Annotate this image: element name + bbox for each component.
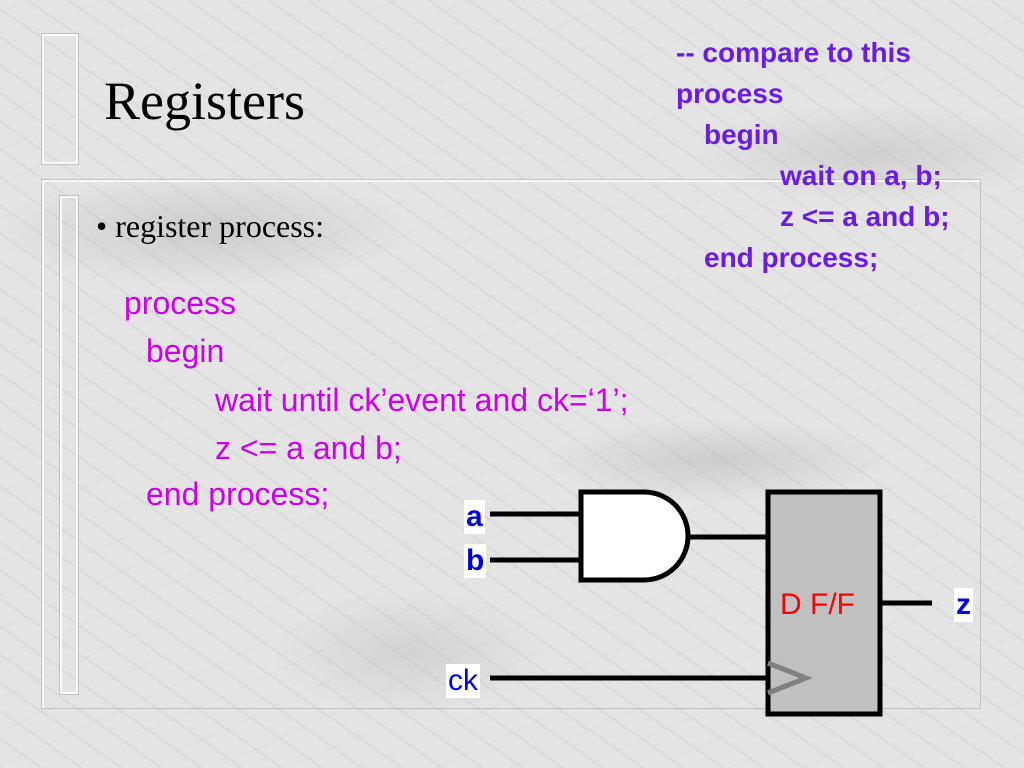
signal-label-a: a [464, 500, 485, 534]
compare-code-line: -- compare to this [676, 37, 911, 68]
d-flipflop [765, 489, 883, 717]
compare-code-line: end process; [704, 242, 879, 273]
compare-code-line: z <= a and b; [780, 201, 950, 232]
compare-code-line: process [676, 78, 784, 109]
compare-code-line: wait on a, b; [780, 160, 942, 191]
code-line: z <= a and b; [215, 430, 402, 466]
code-line: wait until ck’event and ck=‘1’; [215, 382, 629, 418]
content-frame-accent [60, 196, 78, 694]
signal-label-ck: ck [446, 664, 480, 698]
clock-triangle [767, 660, 813, 696]
flipflop-label: D F/F [780, 588, 855, 621]
slide-title: Registers [104, 71, 305, 131]
content-frame [42, 180, 980, 708]
code-line: end process; [146, 476, 330, 512]
code-line: begin [146, 333, 225, 369]
code-line: process [124, 285, 237, 321]
signal-label-b: b [464, 544, 487, 578]
bullet-register-process: • register process: [96, 208, 325, 244]
compare-code-line: begin [704, 119, 779, 150]
and-gate [578, 489, 691, 583]
signal-label-z: z [954, 588, 973, 622]
title-frame-accent [42, 34, 78, 164]
